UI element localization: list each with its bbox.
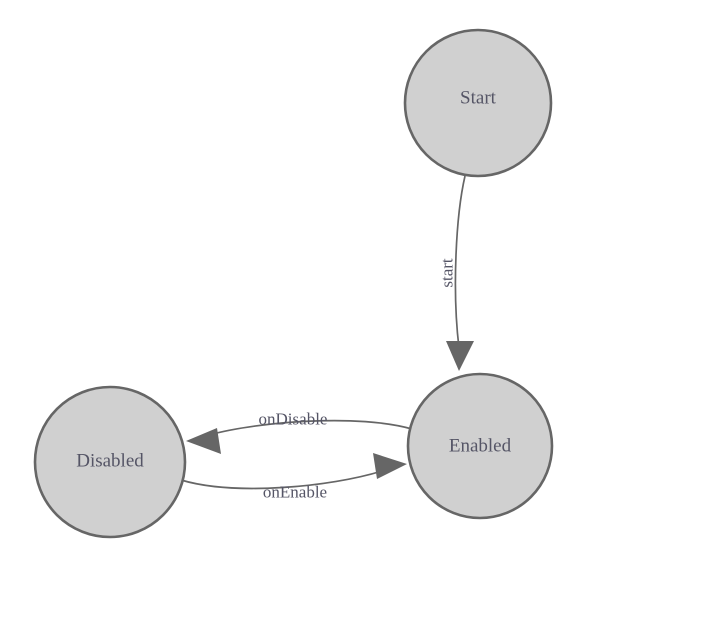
- node-enabled-label: Enabled: [449, 436, 512, 457]
- edge-disabled-to-enabled-path: [180, 470, 383, 490]
- edge-disabled-to-enabled: onEnable: [180, 453, 407, 502]
- node-start-label: Start: [460, 88, 497, 109]
- arrowhead-disabled-to-enabled-icon: [373, 453, 407, 479]
- node-enabled[interactable]: Enabled: [406, 372, 554, 520]
- arrowhead-start-to-enabled-icon: [446, 341, 474, 371]
- edge-start-to-enabled-path: [454, 175, 466, 349]
- edge-enabled-to-disabled: onDisable: [186, 410, 413, 454]
- node-disabled[interactable]: Disabled: [33, 385, 187, 539]
- node-start-circle[interactable]: [403, 28, 553, 178]
- edge-label-on-enable: onEnable: [263, 483, 327, 502]
- node-disabled-circle[interactable]: [33, 385, 187, 539]
- edge-start-to-enabled: start: [438, 175, 474, 371]
- node-enabled-circle[interactable]: [406, 372, 554, 520]
- edge-enabled-to-disabled-path: [208, 419, 413, 436]
- edge-label-on-disable: onDisable: [259, 410, 328, 429]
- node-disabled-label: Disabled: [76, 451, 144, 472]
- edge-label-start: start: [438, 258, 457, 288]
- arrowhead-enabled-to-disabled-icon: [186, 428, 221, 454]
- node-start[interactable]: Start: [403, 28, 553, 178]
